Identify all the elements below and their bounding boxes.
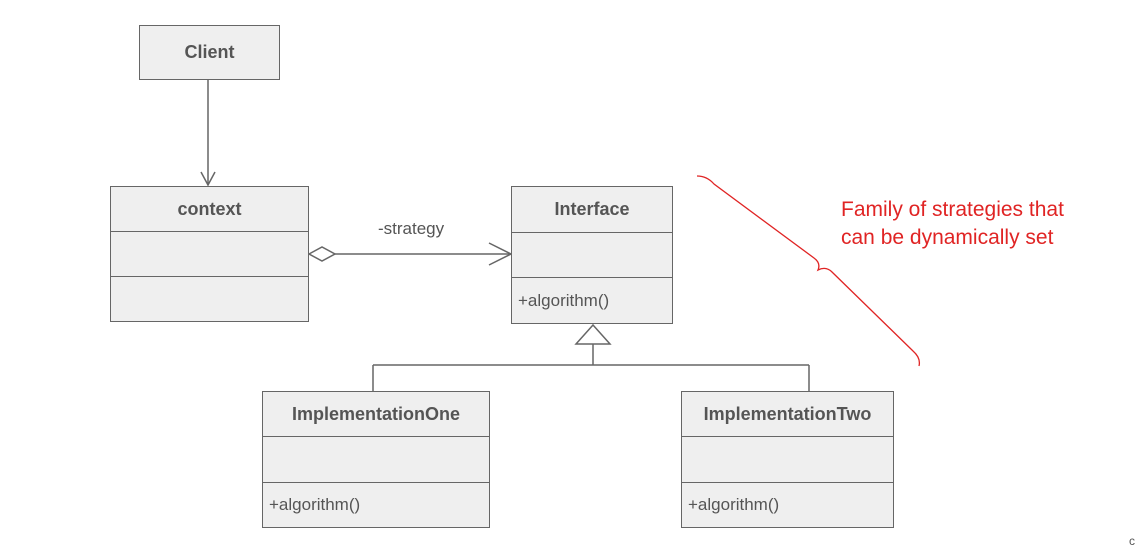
corner-mark: c: [1129, 534, 1135, 548]
class-implementation-one: ImplementationOne +algorithm(): [262, 391, 490, 528]
class-interface-name: Interface: [554, 198, 630, 219]
class-interface-operations: +algorithm(): [512, 277, 672, 323]
class-implementation-one-attributes: [263, 436, 489, 481]
class-interface: Interface +algorithm(): [511, 186, 673, 324]
class-implementation-two-attributes: [682, 436, 893, 481]
class-client-name: Client: [184, 42, 235, 62]
class-context-operations: [111, 276, 308, 321]
class-implementation-two: ImplementationTwo +algorithm(): [681, 391, 894, 528]
class-context-attributes: [111, 231, 308, 276]
class-client: Client: [139, 25, 280, 80]
aggregation-diamond: [307, 246, 337, 262]
class-implementation-two-name: ImplementationTwo: [703, 403, 872, 424]
class-implementation-one-name: ImplementationOne: [291, 403, 461, 424]
aggregation-label: -strategy: [378, 219, 445, 238]
annotation-line-1: Family of strategies that: [841, 198, 1064, 221]
class-implementation-one-operations: +algorithm(): [263, 481, 489, 527]
client-to-context-arrowhead: [200, 171, 216, 187]
generalization-triangle: [574, 323, 612, 345]
annotation-line-2: can be dynamically set: [841, 226, 1054, 249]
class-implementation-two-operations: +algorithm(): [682, 481, 893, 527]
class-context: context: [110, 186, 309, 322]
class-interface-attributes: [512, 231, 672, 278]
annotation-brace: [696, 175, 921, 367]
class-context-name: context: [177, 198, 242, 219]
annotation-text: Family of strategies that can be dynamic…: [841, 196, 1064, 252]
